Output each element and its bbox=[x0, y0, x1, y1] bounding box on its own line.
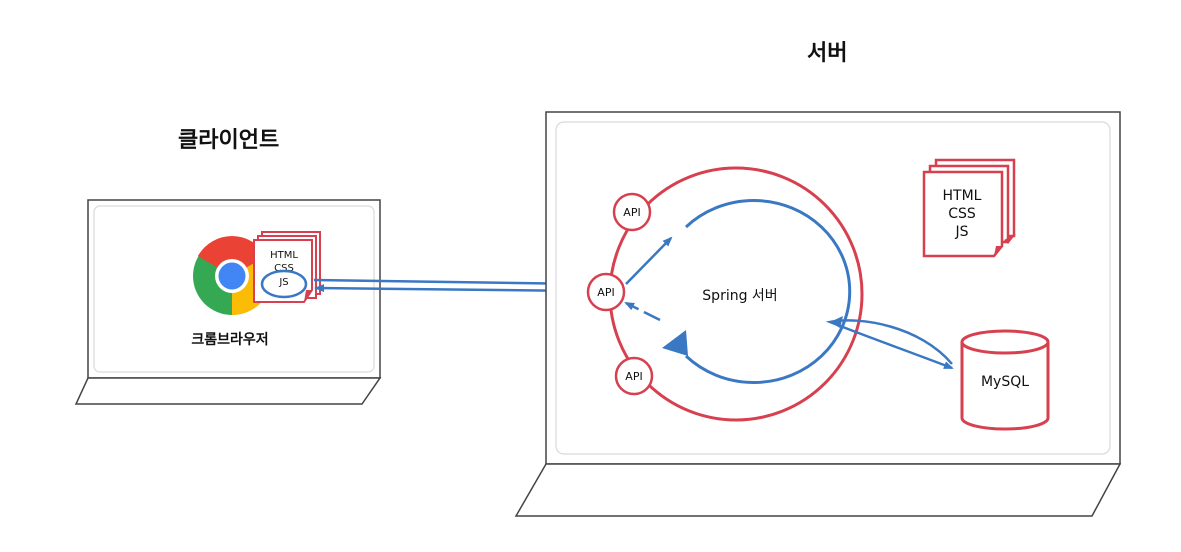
server-doc-css: CSS bbox=[948, 206, 976, 222]
mysql-database-icon: MySQL bbox=[960, 329, 1050, 431]
api-label-top: API bbox=[623, 206, 640, 219]
client-document-stack: HTML CSS JS bbox=[253, 231, 321, 303]
server-laptop bbox=[514, 111, 1122, 517]
request-response-arrows bbox=[313, 278, 586, 293]
api-node-middle: API bbox=[586, 272, 626, 312]
api-node-top: API bbox=[612, 192, 652, 232]
server-document-stack: HTML CSS JS bbox=[922, 158, 1016, 258]
spring-inner-loop bbox=[684, 199, 852, 384]
server-title: 서버 bbox=[807, 41, 848, 66]
api-node-bottom: API bbox=[614, 356, 654, 396]
client-laptop-base bbox=[74, 377, 382, 405]
server-doc-js: JS bbox=[954, 224, 968, 240]
client-doc-css: CSS bbox=[274, 263, 294, 274]
client-doc-js: JS bbox=[278, 277, 288, 288]
browser-label: 크롬브라우저 bbox=[191, 332, 268, 348]
spring-server-label: Spring 서버 bbox=[702, 288, 777, 304]
js-highlight-ellipse bbox=[260, 269, 308, 299]
client-doc-html: HTML bbox=[270, 250, 298, 261]
mysql-label: MySQL bbox=[981, 374, 1029, 390]
server-laptop-base bbox=[514, 463, 1122, 517]
api-label-bottom: API bbox=[625, 370, 642, 383]
api-to-loop-arrow bbox=[625, 236, 673, 285]
client-title: 클라이언트 bbox=[178, 128, 280, 153]
loop-to-api-arrow bbox=[624, 301, 661, 322]
spring-loop-arrowhead bbox=[662, 330, 688, 356]
server-doc-html: HTML bbox=[943, 188, 982, 204]
chrome-icon bbox=[193, 236, 272, 316]
api-label-middle: API bbox=[597, 286, 614, 299]
